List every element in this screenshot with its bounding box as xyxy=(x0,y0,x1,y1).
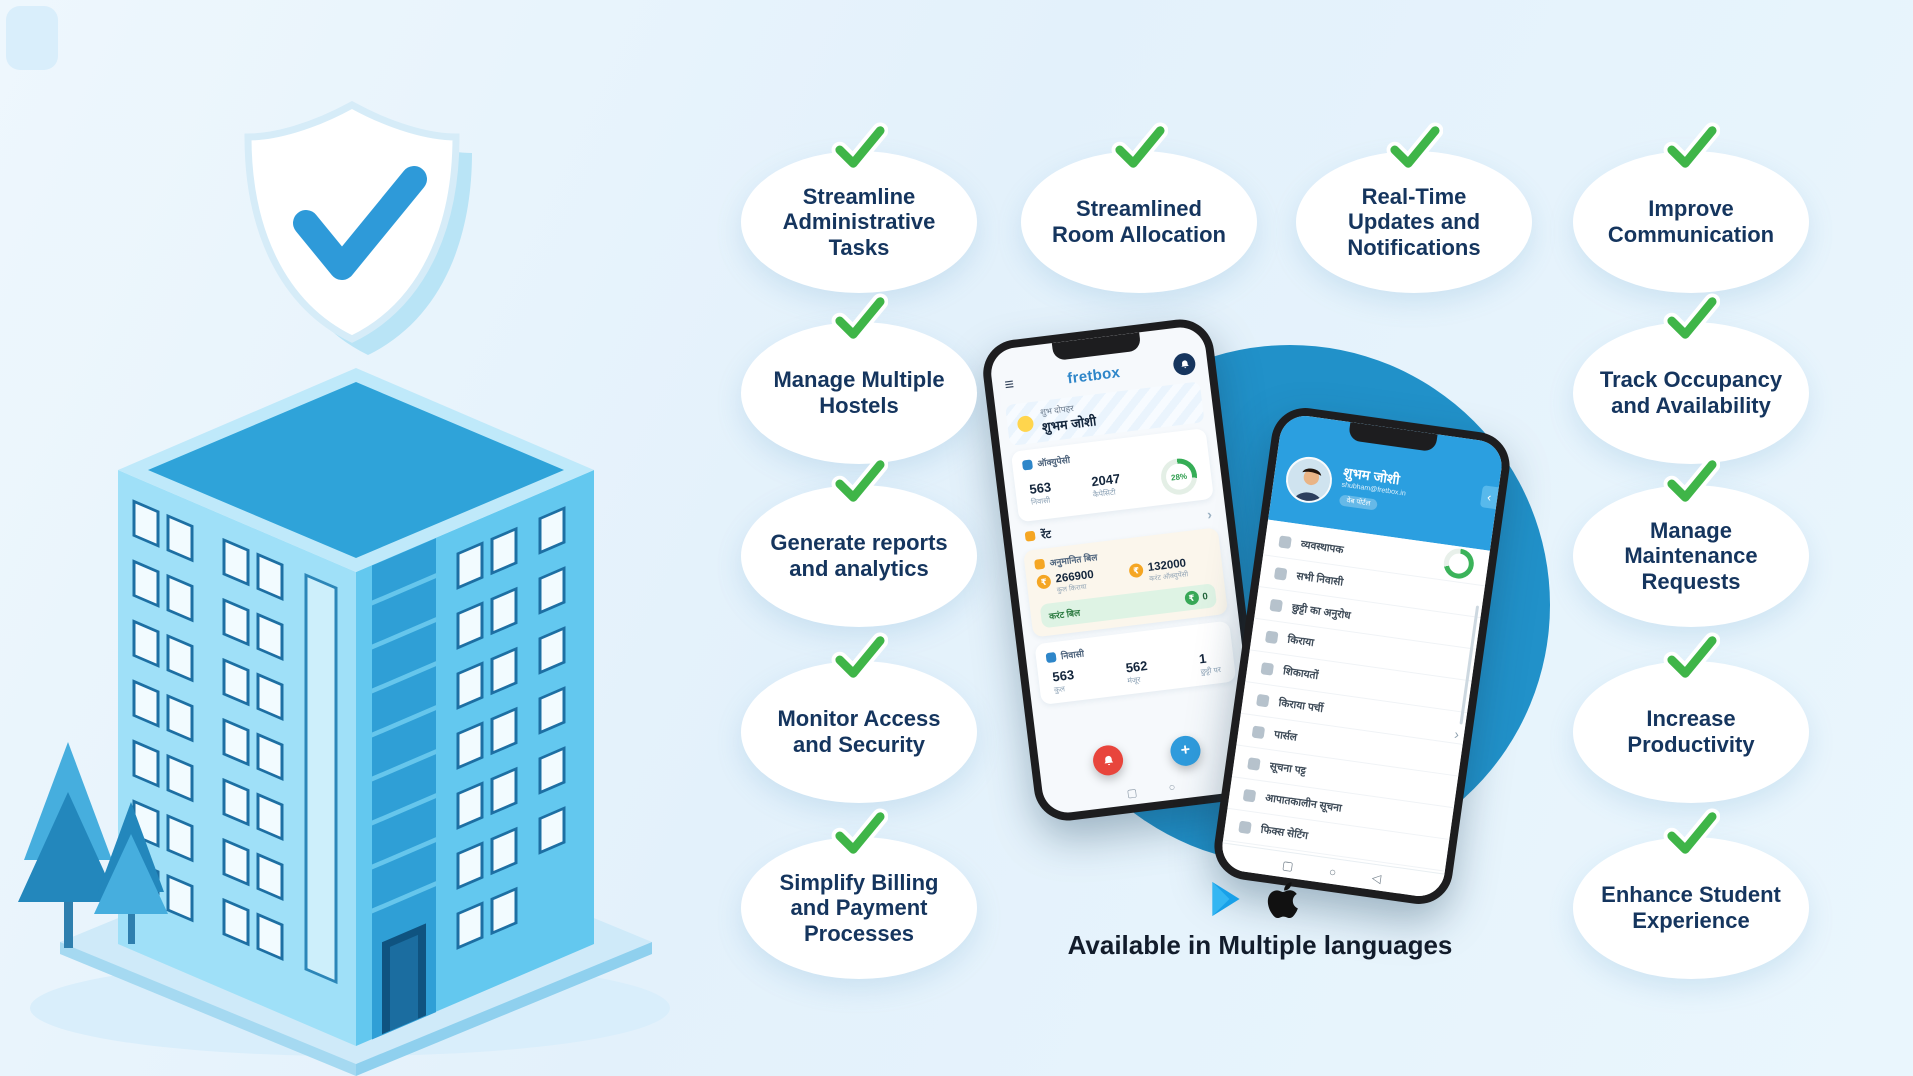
rupee-coin-icon: ₹ xyxy=(1183,590,1200,606)
rupee-coin-icon: ₹ xyxy=(1036,574,1052,590)
bill-label: अनुमानित बिल xyxy=(1048,552,1098,568)
residents-icon xyxy=(1273,566,1288,581)
rent-icon xyxy=(1024,530,1036,542)
feature-label: Increase Productivity xyxy=(1627,706,1755,757)
green-check-icon xyxy=(1663,122,1720,172)
alert-fab-button xyxy=(1091,743,1125,778)
green-check-icon xyxy=(1663,808,1720,858)
residents-label: निवासी xyxy=(1060,648,1085,662)
phone-mockup-menu: शुभम जोशी shubham@fretbox.in वेब पोर्टल … xyxy=(1210,403,1514,909)
residents-icon xyxy=(1045,651,1057,663)
feature-bubble: Monitor Access and Security xyxy=(741,632,977,803)
feature-label: Manage Multiple Hostels xyxy=(773,367,945,418)
rupee-coin-icon: ₹ xyxy=(1128,562,1144,579)
shield-checkmark xyxy=(293,166,427,280)
languages-caption: Available in Multiple languages xyxy=(1067,930,1453,960)
feature-bubble: Track Occupancy and Availability xyxy=(1573,293,1809,464)
phone1-screen: ≡ fretbox शुभ दोपहर शुभम जोशी ऑक्युपेसी xyxy=(988,324,1260,816)
phone2-screen: शुभम जोशी shubham@fretbox.in वेब पोर्टल … xyxy=(1219,412,1505,900)
feature-bubble: Real-Time Updates and Notifications xyxy=(1296,122,1532,293)
complaints-icon xyxy=(1260,661,1275,676)
rent-slip-icon xyxy=(1256,693,1270,707)
feature-bubble: Simplify Billing and Payment Processes xyxy=(741,808,977,979)
capacity-stat: 2047 कैपेसिटी xyxy=(1090,470,1122,500)
phone-mockup-dashboard: ≡ fretbox शुभ दोपहर शुभम जोशी ऑक्युपेसी xyxy=(979,315,1269,825)
total-rent-amount: ₹ 266900 कुल किराया xyxy=(1036,566,1121,598)
green-check-icon xyxy=(831,456,888,506)
admin-icon xyxy=(1278,534,1292,549)
feature-label: Monitor Access and Security xyxy=(777,706,941,757)
green-check-icon xyxy=(1663,632,1720,682)
residents-stat: 563 निवासी xyxy=(1028,479,1052,507)
nav-home-icon: ○ xyxy=(1168,781,1177,795)
google-play-icon[interactable] xyxy=(1209,880,1243,918)
building-illustration xyxy=(18,101,670,1076)
profile-badge: वेब पोर्टल xyxy=(1338,494,1378,511)
feature-label: Streamlined Room Allocation xyxy=(1052,196,1226,247)
feature-bubble: Streamlined Room Allocation xyxy=(1021,122,1257,293)
left-windows xyxy=(132,499,338,985)
menu-icon: ≡ xyxy=(1003,376,1015,395)
feature-bubble: Generate reports and analytics xyxy=(741,456,977,627)
leave-request-icon xyxy=(1269,598,1284,612)
nav-square-icon: ▢ xyxy=(1126,787,1138,801)
feature-bubble: Increase Productivity xyxy=(1573,632,1809,803)
background-shape xyxy=(6,6,58,70)
chevron-right-icon: › xyxy=(1206,505,1213,523)
rent-icon xyxy=(1265,629,1279,644)
notification-bell-icon xyxy=(1172,351,1197,377)
feature-label: Improve Communication xyxy=(1607,196,1775,247)
bill-card: अनुमानित बिल ₹ 266900 कुल किराया ₹ 13200… xyxy=(1022,527,1229,638)
green-check-icon xyxy=(831,293,888,343)
occupancy-label: ऑक्युपेसी xyxy=(1036,454,1071,469)
feature-bubble: Streamline Administrative Tasks xyxy=(741,122,977,293)
green-check-icon xyxy=(831,632,888,682)
feature-bubble: Improve Communication xyxy=(1573,122,1809,293)
menu-list: व्यवस्थापक सभी निवासी छुट्टी का अनुरोध क… xyxy=(1222,519,1490,874)
nav-home-icon: ○ xyxy=(1328,864,1338,879)
apple-icon[interactable] xyxy=(1265,878,1301,920)
sun-icon xyxy=(1016,414,1035,433)
shield-check-icon xyxy=(244,101,472,355)
add-fab-button: + xyxy=(1168,734,1203,768)
feature-label: Streamline Administrative Tasks xyxy=(782,183,936,260)
green-check-icon xyxy=(831,808,888,858)
fretbox-logo: fretbox xyxy=(1066,363,1122,387)
feature-label: Simplify Billing and Payment Processes xyxy=(779,869,939,946)
chevron-left-icon: ‹ xyxy=(1479,485,1499,510)
rent-label: रेंट xyxy=(1040,528,1052,542)
feature-bubble: Manage Maintenance Requests xyxy=(1573,456,1809,627)
feature-label: Manage Maintenance Requests xyxy=(1624,517,1758,594)
green-check-icon xyxy=(831,122,888,172)
current-occupancy-amount: ₹ 132000 करंट ऑक्युपेंसी xyxy=(1128,554,1213,586)
green-check-icon xyxy=(1111,122,1168,172)
settings-icon xyxy=(1238,820,1252,834)
parcel-icon xyxy=(1251,725,1266,739)
feature-bubble: Manage Multiple Hostels xyxy=(741,293,977,464)
residents-total: 563 कुल xyxy=(1051,666,1075,695)
feature-bubble: Enhance Student Experience xyxy=(1573,808,1809,979)
green-check-icon xyxy=(1663,456,1720,506)
right-windows xyxy=(372,506,566,1040)
occupancy-donut: 28% xyxy=(1158,456,1200,497)
green-check-icon xyxy=(1663,293,1720,343)
notice-board-icon xyxy=(1247,756,1261,771)
trees xyxy=(18,742,168,948)
feature-label: Track Occupancy and Availability xyxy=(1599,367,1783,418)
green-check-icon xyxy=(1386,122,1443,172)
avatar xyxy=(1283,453,1335,506)
occupancy-icon xyxy=(1021,458,1033,471)
feature-label: Generate reports and analytics xyxy=(770,530,948,581)
feature-label: Real-Time Updates and Notifications xyxy=(1347,183,1481,260)
profile-header: शुभम जोशी shubham@fretbox.in वेब पोर्टल … xyxy=(1268,412,1505,551)
feature-label: Enhance Student Experience xyxy=(1601,882,1781,933)
emergency-icon xyxy=(1242,788,1257,802)
residents-on-leave: 1 छुट्टी पर xyxy=(1198,650,1222,677)
bill-icon xyxy=(1034,558,1046,570)
nav-square-icon: ▢ xyxy=(1281,857,1295,873)
nav-back-icon: ◁ xyxy=(1371,870,1383,886)
residents-approved: 562 मंजूर xyxy=(1124,657,1149,686)
